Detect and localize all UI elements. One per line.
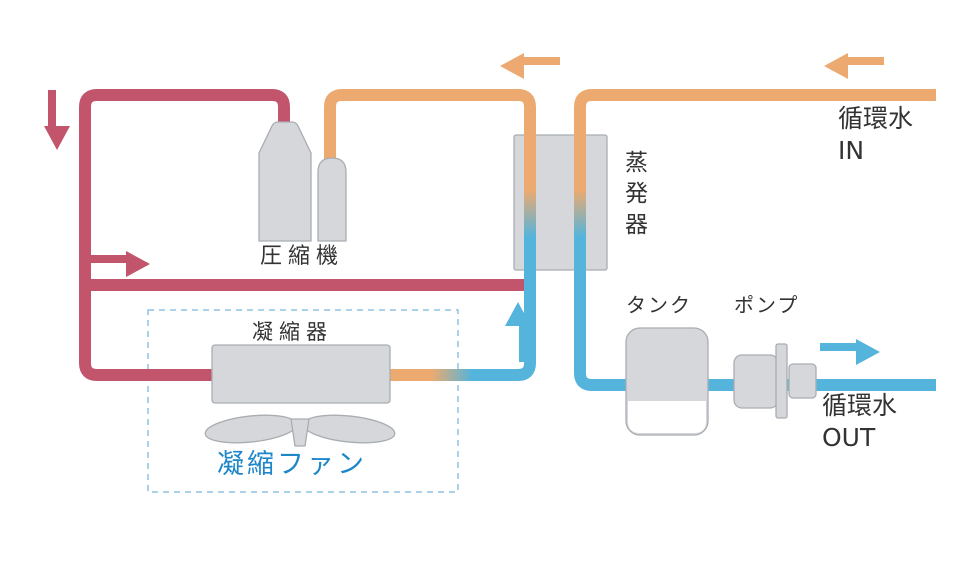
tank-label: タンク — [626, 293, 692, 317]
water-in-flow-left-arrow-icon — [824, 53, 884, 79]
fan-blade-left — [204, 414, 298, 444]
condenser-label: 凝縮器 — [252, 320, 333, 344]
fan-blade-right — [302, 414, 396, 444]
pump-outlet — [788, 363, 817, 399]
evaporator-label: 蒸発器 — [620, 150, 647, 243]
hot-gas-pipe — [79, 89, 290, 381]
circulating-water-in-pipe — [574, 89, 936, 191]
refrigerant-liquid-pipe — [471, 236, 536, 381]
water-out-flow-right-arrow-icon — [820, 339, 880, 365]
suction-flow-left-arrow-icon — [500, 53, 560, 79]
tank-water-level — [628, 401, 706, 433]
condenser-fan-label: 凝縮ファン — [217, 449, 367, 480]
circulating-water-out-pipe — [574, 236, 936, 391]
pump-label: ポンプ — [734, 293, 800, 317]
compressor-main-tank — [258, 121, 312, 242]
flow-up-arrow-icon — [505, 302, 531, 362]
water-in-label: 循環水 IN — [838, 104, 914, 165]
fan-hub — [290, 418, 310, 447]
compressor-secondary-tank — [317, 157, 347, 242]
condenser-unit-dashed-boundary — [147, 309, 459, 493]
refrigerant-suction-pipe — [324, 89, 536, 190]
pump-flange — [775, 343, 788, 419]
compressor-label: 圧縮機 — [260, 244, 345, 269]
flow-right-arrow-icon — [90, 251, 150, 277]
water-out-label: 循環水 OUT — [822, 391, 898, 452]
flow-down-arrow-icon — [44, 90, 70, 150]
pump-body — [733, 354, 779, 409]
condenser-box — [211, 344, 391, 404]
